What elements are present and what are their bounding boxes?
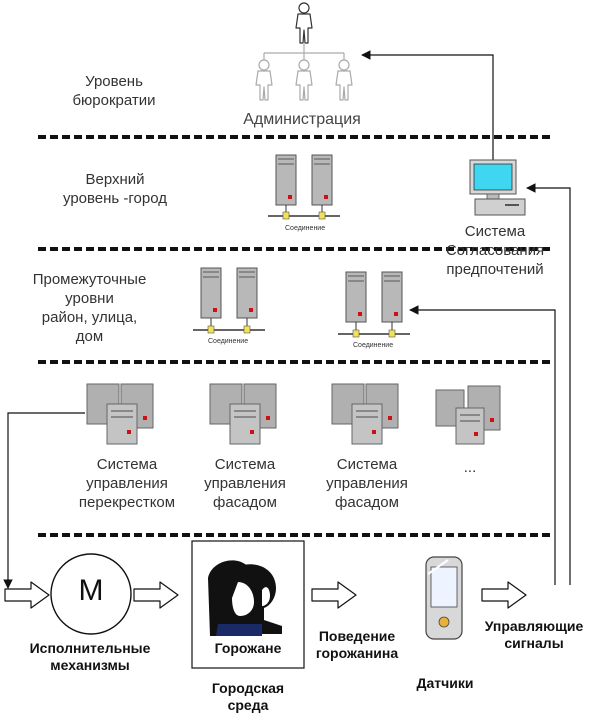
server-caption: Соединение xyxy=(353,342,394,349)
motor-icon xyxy=(50,553,132,635)
server-caption: Соединение xyxy=(208,338,249,345)
label-urban-environment: Городская среда xyxy=(211,680,285,713)
label-preference-system: Система Согласования предпочтений xyxy=(445,223,545,278)
label-citizen-behavior: Поведение горожанина xyxy=(315,628,399,661)
label-bureaucracy-level: Уровень бюрократии xyxy=(72,73,156,109)
label-control-system-facade-2: Система управления фасадом xyxy=(326,456,408,511)
hollow-arrow-icon xyxy=(4,581,50,609)
label-sensors: Датчики xyxy=(416,675,474,691)
level-separator xyxy=(38,135,550,139)
label-control-system-crossroad: Система управления перекрестком xyxy=(78,456,176,511)
server-pair-city xyxy=(268,154,340,220)
label-citizens: Горожане xyxy=(214,640,282,656)
hollow-arrow-icon xyxy=(311,581,357,609)
hollow-arrow-icon xyxy=(481,581,527,609)
server-cluster-more xyxy=(435,385,501,445)
label-ellipsis: ... xyxy=(463,459,477,476)
label-top-level: Верхний уровень -город xyxy=(62,171,167,207)
server-cluster-crossroad xyxy=(86,383,154,445)
label-control-signals: Управляющие сигналы xyxy=(484,618,584,651)
motor-letter: М xyxy=(78,574,104,607)
server-icon xyxy=(311,154,333,206)
server-caption: Соединение xyxy=(285,225,326,232)
label-control-system-facade-1: Система управления фасадом xyxy=(204,456,286,511)
citizens-icon xyxy=(208,560,282,636)
level-separator xyxy=(38,360,550,364)
label-actuators: Исполнительные механизмы xyxy=(29,640,151,673)
pda-icon xyxy=(425,556,463,640)
level-separator xyxy=(38,533,550,537)
label-administration: Администрация xyxy=(243,111,361,128)
server-icon xyxy=(345,271,367,323)
server-cluster-facade-2 xyxy=(331,383,399,445)
level-separator xyxy=(38,247,550,251)
server-pair-district-left xyxy=(193,267,265,334)
server-pair-district-right xyxy=(338,271,410,338)
server-cluster-facade-1 xyxy=(209,383,277,445)
server-icon xyxy=(275,154,297,206)
label-intermediate-levels: Промежуточные уровни район, улица, дом xyxy=(32,271,147,345)
computer-icon xyxy=(469,159,526,216)
hollow-arrow-icon xyxy=(133,581,179,609)
